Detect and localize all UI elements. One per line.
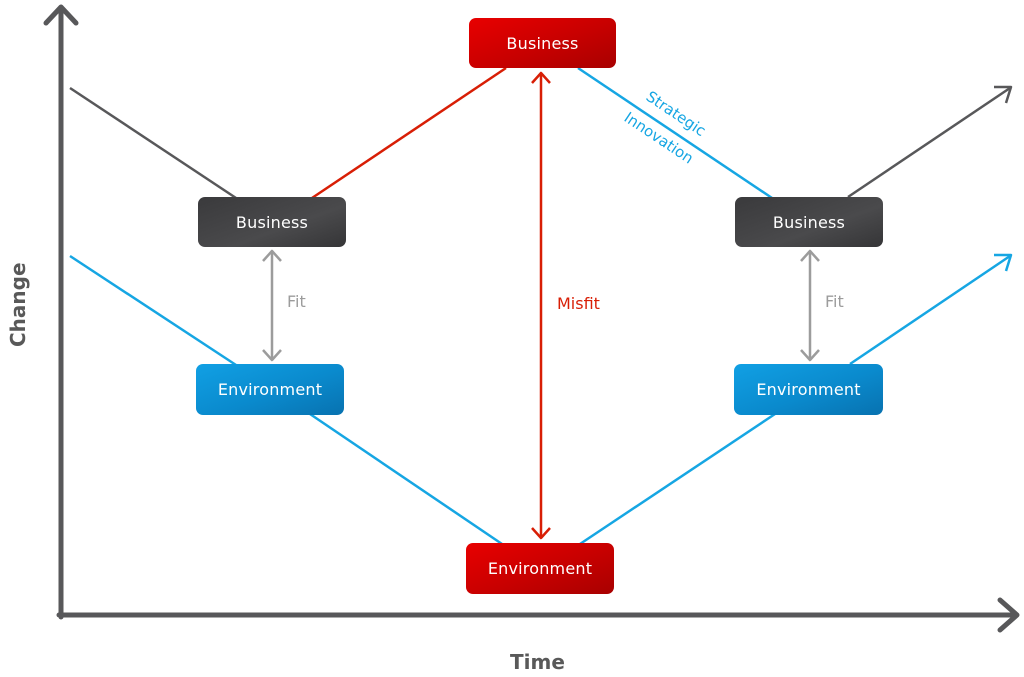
center-environment-node: Environment: [466, 543, 614, 594]
left-environment-label: Environment: [217, 380, 323, 399]
business-line-rise-red: [311, 66, 507, 200]
misfit-arrowhead-up: [531, 71, 551, 84]
right-fit-arrowhead-up: [800, 249, 820, 262]
center-environment-label: Environment: [487, 559, 593, 578]
right-environment-node: Environment: [734, 364, 883, 415]
environment-line-end: [849, 254, 1011, 366]
left-environment-node: Environment: [196, 364, 344, 415]
environment-line-arrowhead: [994, 253, 1013, 272]
left-business-node: Business: [198, 197, 346, 247]
right-business-node: Business: [735, 197, 883, 247]
misfit-arrowhead-down: [531, 527, 551, 540]
business-line-start: [69, 86, 237, 200]
left-fit-arrowhead-up: [262, 249, 282, 262]
right-business-label: Business: [772, 212, 846, 232]
y-axis-label: Change: [6, 262, 30, 347]
y-axis-arrowhead: [43, 4, 79, 26]
center-business-node: Business: [469, 18, 616, 68]
business-line-end: [847, 86, 1011, 199]
left-business-label: Business: [235, 212, 309, 232]
business-line-arrowhead: [994, 85, 1013, 104]
right-environment-label: Environment: [756, 380, 861, 399]
environment-line-rise: [579, 412, 776, 546]
environment-line-start: [69, 254, 237, 367]
strategic-innovation-line: [577, 66, 773, 200]
x-axis-arrowhead: [997, 597, 1020, 633]
right-fit-arrowhead-down: [800, 349, 820, 362]
x-axis-label: Time: [510, 650, 565, 674]
center-business-label: Business: [506, 33, 579, 53]
left-fit-label: Fit: [287, 292, 306, 311]
misfit-label: Misfit: [557, 294, 600, 313]
left-fit-arrowhead-down: [262, 349, 282, 362]
right-fit-label: Fit: [825, 292, 844, 311]
environment-line-fall: [309, 412, 503, 546]
